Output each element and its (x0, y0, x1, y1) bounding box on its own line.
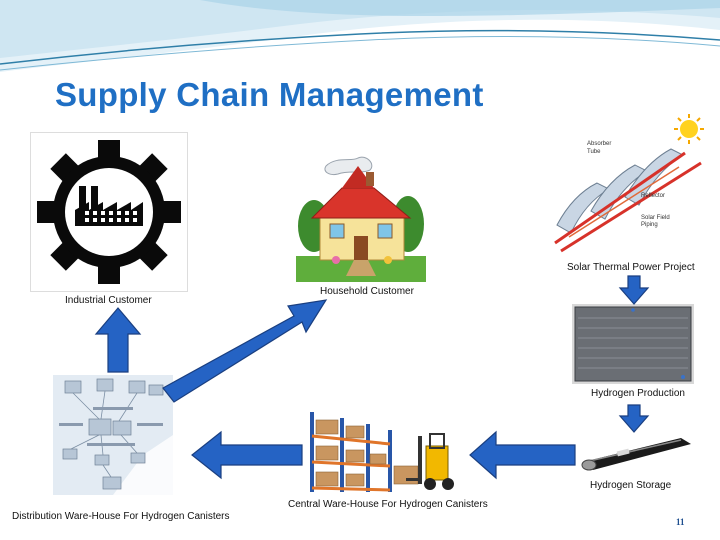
svg-text:Absorber: Absorber (587, 141, 611, 147)
industrial-customer-label: Industrial Customer (65, 295, 152, 306)
factory-gear-icon (30, 132, 188, 292)
house-icon (296, 152, 426, 282)
arrow-storage-to-central (469, 430, 576, 480)
arrow-production-to-storage (618, 404, 650, 433)
svg-text:Piping: Piping (641, 222, 658, 228)
distribution-warehouse-label: Distribution Ware-House For Hydrogen Can… (12, 511, 230, 522)
arrow-central-to-distribution (191, 430, 303, 480)
svg-text:Reflector: Reflector (641, 193, 665, 199)
hydrogen-canister-icon (577, 432, 697, 474)
header-wave (0, 0, 720, 72)
distribution-network-icon (53, 375, 173, 495)
household-customer-label: Household Customer (320, 286, 414, 297)
solar-project-label: Solar Thermal Power Project (567, 262, 695, 273)
solar-trough-diagram: Absorber Tube Reflector Solar Field Pipi… (551, 113, 706, 253)
arrow-distribution-to-industrial (94, 307, 142, 373)
arrow-solar-to-production (618, 275, 650, 305)
slide-title: Supply Chain Management (55, 76, 484, 113)
central-warehouse-label: Central Ware-House For Hydrogen Canister… (288, 499, 488, 510)
svg-text:Solar Field: Solar Field (641, 215, 670, 221)
svg-text:Tube: Tube (587, 149, 601, 155)
hydrogen-production-label: Hydrogen Production (591, 388, 685, 399)
arrow-distribution-to-household (162, 299, 328, 403)
warehouse-forklift-icon (306, 408, 466, 494)
hydrogen-storage-label: Hydrogen Storage (590, 480, 672, 491)
electrolyzer-panel-icon (572, 304, 694, 384)
page-number: 11 (676, 517, 685, 527)
